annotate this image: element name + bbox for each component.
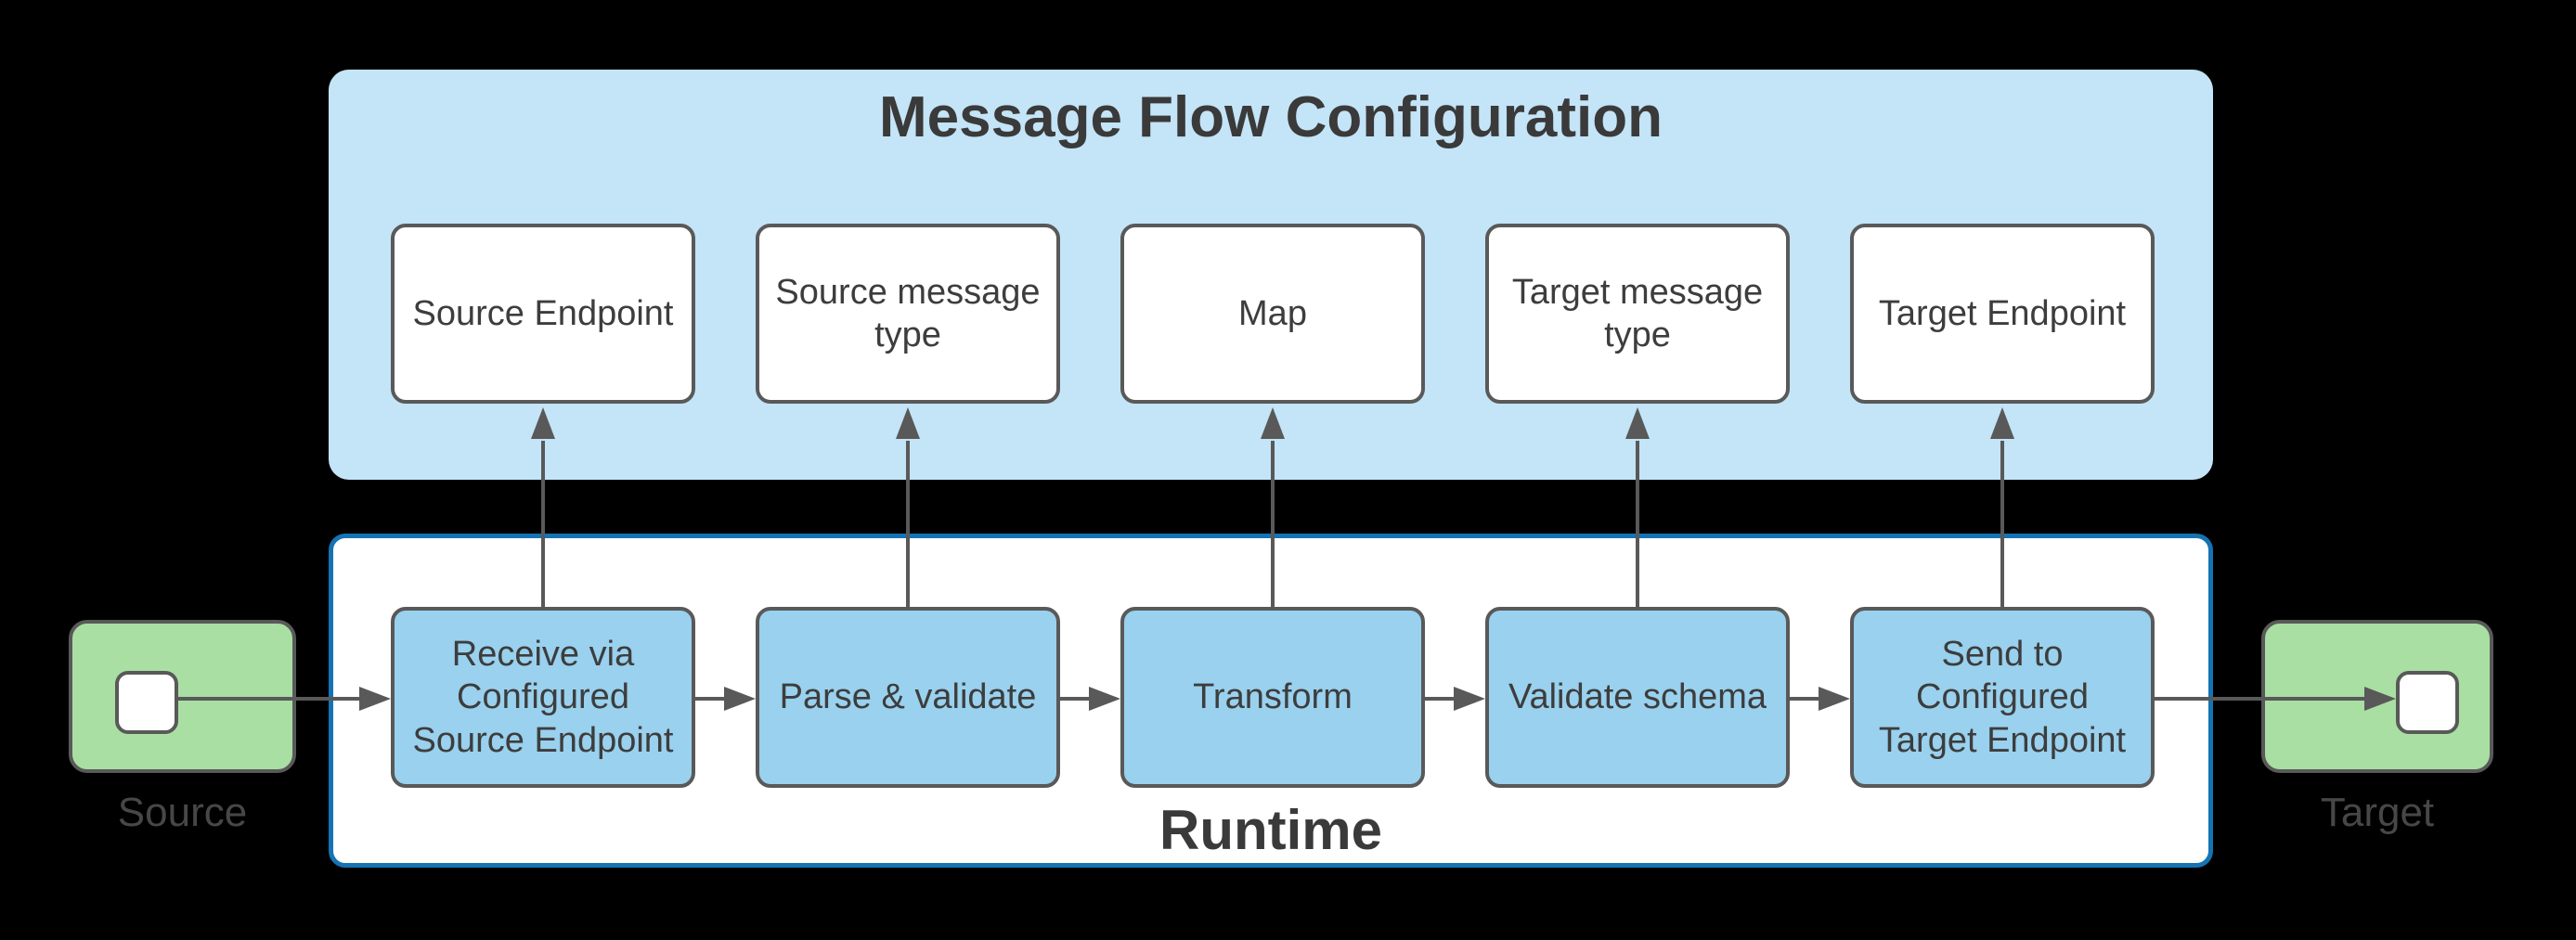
runtime-panel-title: Runtime — [1159, 799, 1382, 861]
config-panel-title: Message Flow Configuration — [879, 85, 1663, 149]
source-endpoint-label: Source — [117, 790, 248, 835]
process-box-send: Send to Configured Target Endpoint — [1850, 607, 2155, 788]
source-port-icon — [115, 671, 178, 734]
process-box-transform: Transform — [1120, 607, 1425, 788]
config-box-target-message-type: Target message type — [1485, 224, 1790, 404]
target-endpoint-label: Target — [2320, 790, 2435, 835]
process-box-receive: Receive via Configured Source Endpoint — [391, 607, 695, 788]
config-box-map: Map — [1120, 224, 1425, 404]
process-box-validate-schema: Validate schema — [1485, 607, 1790, 788]
config-box-source-message-type: Source message type — [756, 224, 1060, 404]
config-box-target-endpoint: Target Endpoint — [1850, 224, 2155, 404]
source-endpoint-node — [69, 620, 296, 773]
config-box-source-endpoint: Source Endpoint — [391, 224, 695, 404]
process-box-parse-validate: Parse & validate — [756, 607, 1060, 788]
target-endpoint-node — [2261, 620, 2493, 773]
target-port-icon — [2396, 671, 2459, 734]
